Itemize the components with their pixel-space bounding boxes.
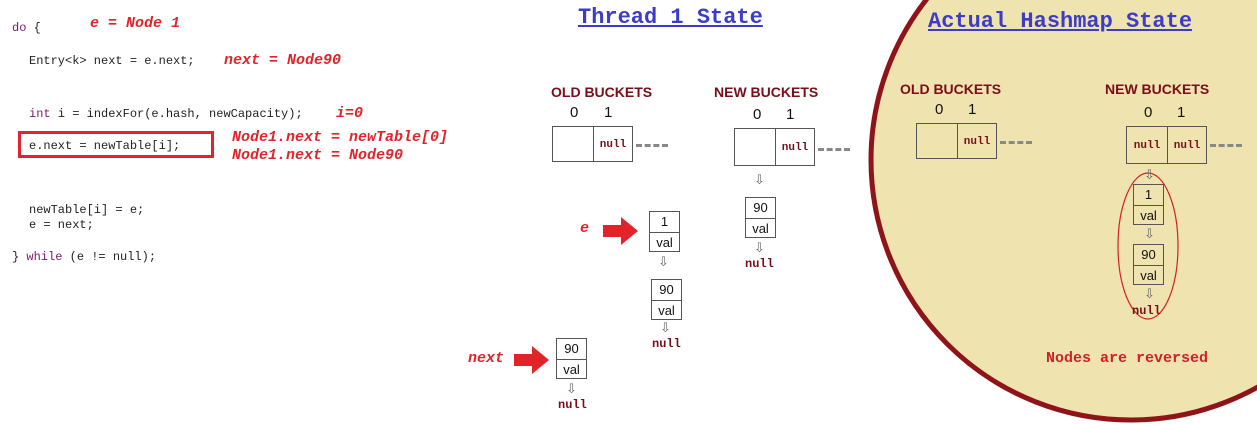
thread-new-buckets-label: NEW BUCKETS [714,84,819,100]
thread-new-dash [818,148,850,151]
while-keyword: while [26,250,63,264]
actual-old-buckets-label: OLD BUCKETS [900,81,1002,97]
annotation-node1-next-2: Node1.next = Node90 [232,147,404,164]
node-key: 1 [1134,185,1163,206]
annotation-i-value: i=0 [336,105,364,122]
down-arrow-icon: ⇩ [658,255,669,270]
thread-new-idx-1: 1 [786,106,795,123]
thread-old-dash [636,144,668,147]
down-arrow-icon: ⇩ [754,241,765,256]
code-line-e: e = next; [29,218,94,232]
thread-new-null: null [745,257,774,271]
code-line-do: do { [12,21,41,35]
actual-old-idx-1: 1 [968,101,977,118]
actual-null: null [1132,304,1161,318]
thread-old-idx-0: 0 [570,104,579,121]
node-val: val [1140,268,1157,283]
code-line-index: int i = indexFor(e.hash, newCapacity); [29,107,303,121]
e-pointer-label: e [580,220,590,237]
node-key: 1 [650,212,679,233]
thread-old-bucket-1: null [593,126,633,162]
actual-node-1: 1 val [1133,184,1164,225]
null-text: null [599,139,627,151]
down-arrow-icon: ⇩ [754,173,765,188]
down-arrow-icon: ⇩ [1144,168,1155,183]
actual-old-dash [1000,141,1032,144]
actual-new-bucket-0: null [1126,126,1168,164]
thread-old-buckets-label: OLD BUCKETS [551,84,653,100]
annotation-e-node: e = Node 1 [90,15,181,32]
node-key: 90 [1134,245,1163,266]
annotation-node1-next-1: Node1.next = newTable[0] [232,129,449,146]
actual-state-title: Actual Hashmap State [928,9,1193,34]
do-brace: { [33,21,41,35]
next-pointer-label: next [468,350,505,367]
down-arrow-icon: ⇩ [660,321,671,336]
thread-new-bucket-1: null [775,128,815,166]
actual-old-idx-0: 0 [935,101,944,118]
thread-new-node-90: 90 val [745,197,776,238]
down-arrow-icon: ⇩ [1144,227,1155,242]
thread-e-node-1: 1 val [649,211,680,252]
null-text: null [1133,140,1161,152]
actual-new-idx-1: 1 [1177,104,1186,121]
highlight-box [18,131,214,158]
null-text: null [963,136,991,148]
node-val: val [1140,208,1157,223]
int-keyword: int [29,107,51,121]
node-key: 90 [652,280,681,301]
null-text: null [781,142,809,154]
actual-new-dash [1210,144,1242,147]
thread-next-null: null [558,398,587,412]
actual-new-buckets-label: NEW BUCKETS [1105,81,1210,97]
thread-next-node-90: 90 val [556,338,587,379]
actual-old-bucket-0 [916,123,958,159]
thread-new-idx-0: 0 [753,106,762,123]
right-arrow-icon [603,217,638,245]
while-condition: (e != null); [62,250,157,264]
down-arrow-icon: ⇩ [1144,287,1155,302]
code-line-newtable: newTable[i] = e; [29,203,145,217]
node-val: val [656,235,673,250]
node-val: val [658,303,675,318]
thread-e-node-90: 90 val [651,279,682,320]
actual-new-bucket-1: null [1167,126,1207,164]
down-arrow-icon: ⇩ [566,382,577,397]
node-key: 90 [557,339,586,360]
code-line-while: } while (e != null); [12,250,156,264]
node-val: val [752,221,769,236]
thread-old-idx-1: 1 [604,104,613,121]
thread-old-bucket-0 [552,126,594,162]
code-line-next: Entry<k> next = e.next; [29,54,195,68]
annotation-next-node: next = Node90 [224,52,342,69]
actual-old-bucket-1: null [957,123,997,159]
thread-e-null: null [652,337,681,351]
null-text: null [1173,140,1201,152]
actual-new-idx-0: 0 [1144,104,1153,121]
index-expression: i = indexFor(e.hash, newCapacity); [50,107,303,121]
node-key: 90 [746,198,775,219]
close-brace: } [12,250,20,264]
do-keyword: do [12,21,27,35]
node-val: val [563,362,580,377]
code-line-enext: e.next = newTable[i]; [29,139,181,153]
actual-node-90: 90 val [1133,244,1164,285]
actual-note: Nodes are reversed [1046,350,1209,367]
thread-state-title: Thread 1 State [578,5,763,30]
right-arrow-icon [514,346,549,374]
